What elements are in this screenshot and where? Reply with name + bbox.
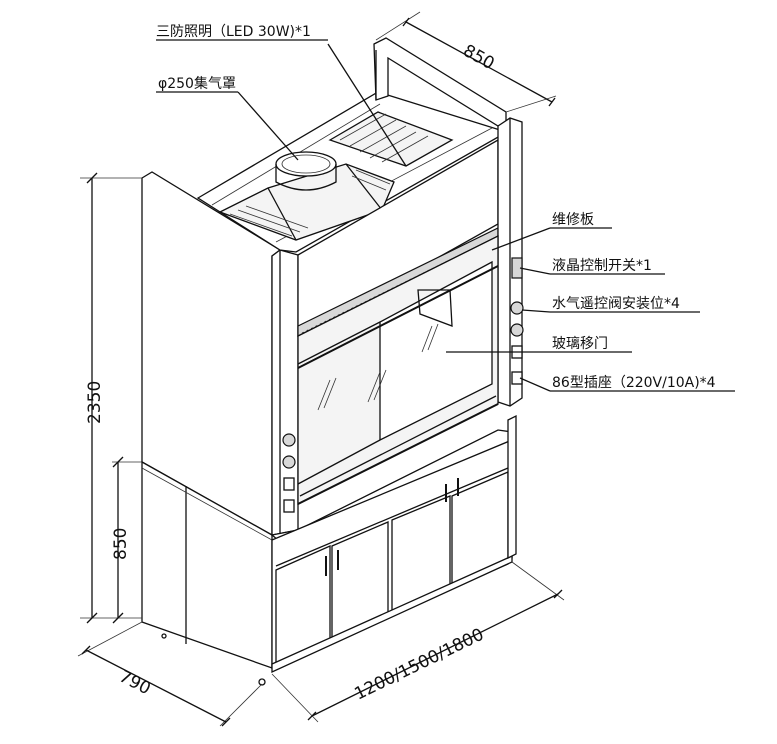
base-cabinet-doors bbox=[275, 467, 509, 666]
socket-icon bbox=[283, 477, 295, 491]
label-hood: φ250集气罩 bbox=[158, 75, 236, 92]
left-front-pillar bbox=[271, 249, 299, 536]
leader-lines bbox=[156, 39, 735, 392]
dim-base-depth: 790 bbox=[116, 667, 154, 700]
callout-labels: 三防照明（LED 30W)*1 φ250集气罩 维修板 液晶控制开关*1 水气遥… bbox=[156, 24, 716, 391]
label-lcd-switch: 液晶控制开关*1 bbox=[552, 258, 652, 274]
dim-base-height: 850 bbox=[111, 528, 131, 560]
socket-icon bbox=[511, 371, 523, 385]
valve-knob-icon bbox=[282, 455, 296, 469]
left-controls bbox=[282, 433, 296, 513]
dim-total-height: 2350 bbox=[85, 381, 105, 424]
label-glass-door: 玻璃移门 bbox=[552, 335, 608, 352]
valve-knob-icon bbox=[282, 433, 296, 447]
dim-width: 1200/1500/1800 bbox=[351, 625, 487, 705]
valve-knob-icon bbox=[510, 301, 524, 315]
label-valve: 水气遥控阀安装位*4 bbox=[552, 296, 680, 312]
label-panel: 维修板 bbox=[552, 212, 594, 228]
label-lighting: 三防照明（LED 30W)*1 bbox=[156, 24, 311, 40]
socket-icon bbox=[283, 499, 295, 513]
dimension-lines bbox=[77, 11, 565, 727]
glass-sliding-door bbox=[297, 265, 499, 505]
label-socket: 86型插座（220V/10A)*4 bbox=[552, 375, 716, 391]
lighting-box bbox=[328, 111, 454, 167]
collection-hood bbox=[218, 151, 395, 241]
valve-knob-icon bbox=[510, 323, 524, 337]
fume-hood bbox=[141, 37, 524, 686]
inner-back-wall bbox=[379, 260, 493, 442]
